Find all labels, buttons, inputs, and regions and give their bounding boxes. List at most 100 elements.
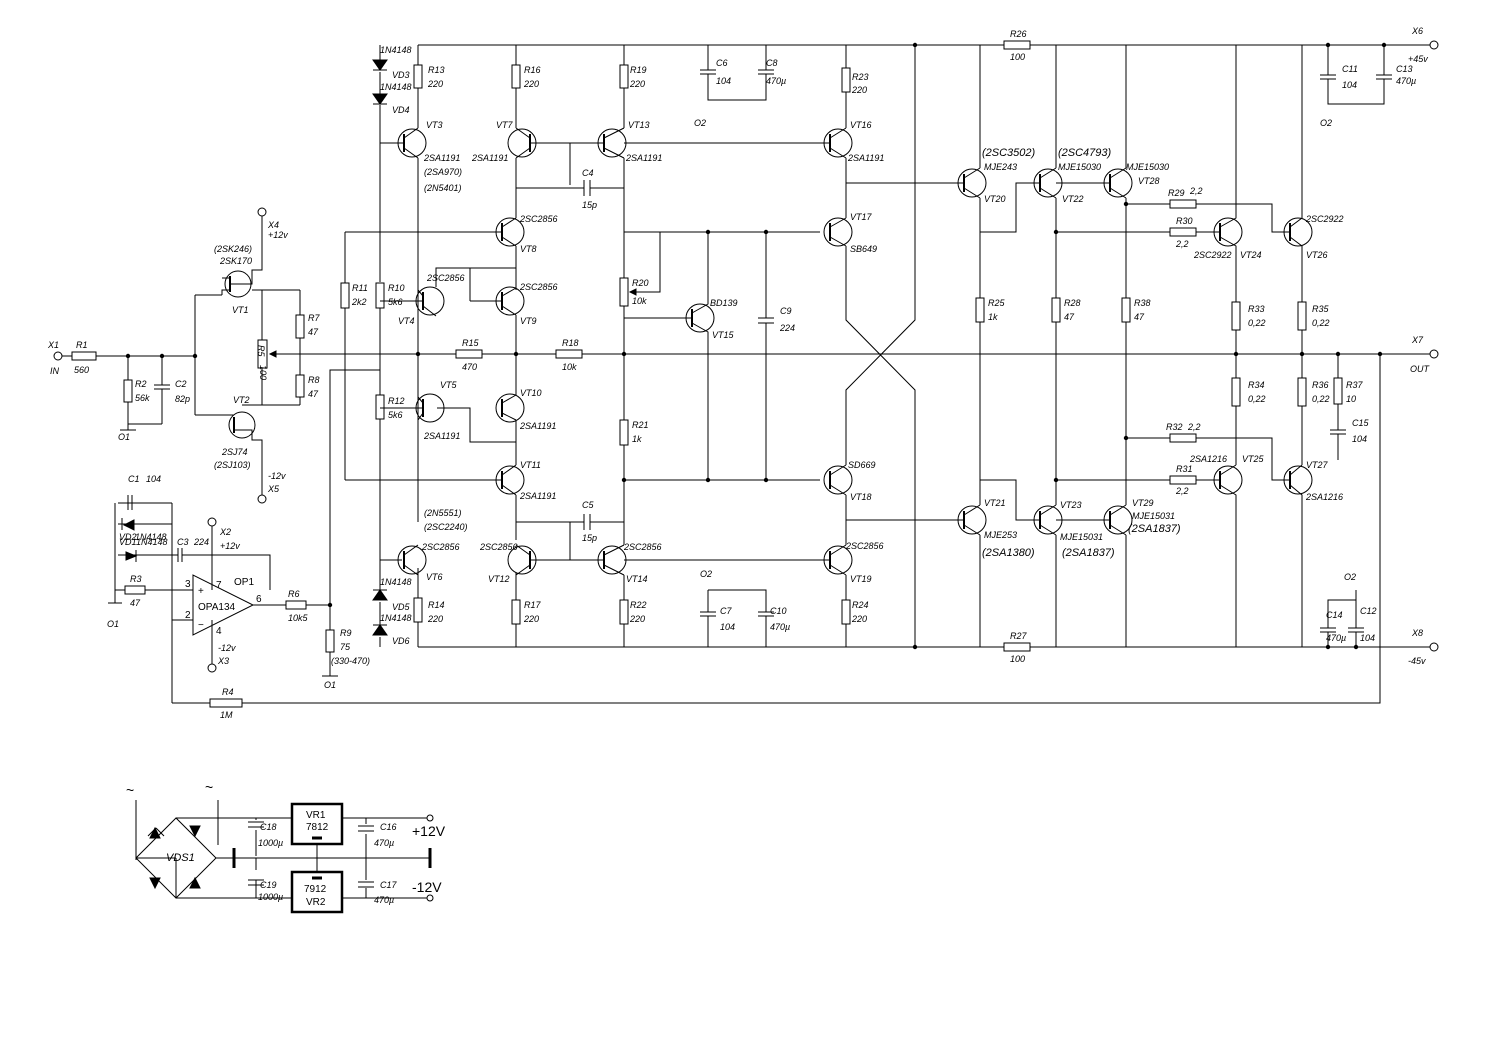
value-r24: 220: [851, 614, 867, 624]
value-r3: 47: [130, 598, 141, 608]
label-r35: R35: [1312, 304, 1330, 314]
resistor-r27: [1003, 642, 1031, 652]
value-r10: 5k6: [388, 297, 403, 307]
type-vt8: 2SC2856: [519, 214, 558, 224]
terminal-x5: [257, 494, 267, 504]
opamp-pin6: 6: [256, 594, 262, 605]
label-x6: X6: [1411, 26, 1423, 36]
alt1-vt3: (2SA970): [424, 167, 462, 177]
resistor-r32: [1169, 433, 1197, 443]
label-r32: R32: [1166, 422, 1183, 432]
label-r33: R33: [1248, 304, 1265, 314]
label-vd5: VD5: [392, 602, 411, 612]
type-vt9: 2SC2856: [519, 282, 558, 292]
resistor-r22: [619, 599, 629, 625]
label-x4-voltage: +12v: [268, 230, 288, 240]
alt-vt29: (2SA1837): [1128, 523, 1181, 535]
value-r32: 2,2: [1187, 422, 1201, 432]
terminal-x1: [53, 351, 63, 361]
label-vt12: VT12: [488, 574, 510, 584]
label-psu-pos: +12V: [412, 823, 446, 839]
type-vt18: SD669: [848, 460, 876, 470]
resistor-r33: [1231, 301, 1241, 331]
label-vd3: VD3: [392, 70, 410, 80]
label-r14: R14: [428, 600, 445, 610]
label-c5: C5: [582, 500, 594, 510]
label-c4: C4: [582, 168, 594, 178]
label-r18: R18: [562, 338, 579, 348]
label-vt22: VT22: [1062, 194, 1084, 204]
terminal-x6: [1429, 40, 1439, 50]
value-r6: 10k5: [288, 613, 309, 623]
value-c4: 15p: [582, 200, 597, 210]
label-ground-o1c: O1: [324, 680, 336, 690]
alt-vt20: (2SC3502): [982, 147, 1036, 159]
value-r8: 47: [308, 389, 319, 399]
value-c8: 470µ: [766, 76, 786, 86]
value-r35: 0,22: [1312, 318, 1330, 328]
type-vd1: 1N4148: [136, 537, 168, 547]
resistor-r24: [841, 599, 851, 625]
type-vr2: 7912: [304, 884, 327, 895]
voltage-amp-stage: 1N4148 VD3 1N4148 VD4 1N4148 VD5 1N4148 …: [340, 45, 820, 647]
label-c12: C12: [1360, 606, 1377, 616]
label-c3: C3: [177, 537, 189, 547]
value-c1: 104: [146, 474, 161, 484]
value-r27: 100: [1010, 654, 1025, 664]
label-vt26: VT26: [1306, 250, 1328, 260]
label-r28: R28: [1064, 298, 1081, 308]
resistor-r25: [975, 297, 985, 323]
value-r22: 220: [629, 614, 645, 624]
label-r11: R11: [352, 283, 368, 293]
type-vt20: MJE243: [984, 162, 1017, 172]
label-x5-voltage: -12v: [268, 471, 286, 481]
resistor-r37: [1333, 377, 1343, 405]
label-x4: X4: [267, 220, 279, 230]
psu-neg-terminal: [426, 894, 434, 902]
resistor-r36: [1297, 377, 1307, 407]
label-vt4: VT4: [398, 316, 415, 326]
resistor-r8: [295, 374, 305, 398]
resistor-r23: [841, 67, 851, 93]
value-c7: 104: [720, 622, 735, 632]
label-r7: R7: [308, 313, 320, 323]
resistor-r17: [511, 599, 521, 625]
label-vt11: VT11: [520, 460, 541, 470]
label-r25: R25: [988, 298, 1006, 308]
type-vt13: 2SA1191: [625, 153, 662, 163]
value-c6: 104: [716, 76, 731, 86]
label-c6: C6: [716, 58, 728, 68]
label-ground-o2d: O2: [1344, 572, 1356, 582]
label-x7: X7: [1411, 335, 1424, 345]
type-vd5: 1N4148: [380, 577, 412, 587]
opamp-part: OPA134: [198, 602, 235, 613]
label-r38: R38: [1134, 298, 1151, 308]
value-r7: 47: [308, 327, 319, 337]
opamp-minus: −: [198, 620, 204, 631]
value-r9: 75: [340, 642, 351, 652]
value-r21: 1k: [632, 434, 642, 444]
label-r27: R27: [1010, 631, 1028, 641]
value-r11: 2k2: [351, 297, 367, 307]
label-vt2: VT2: [233, 395, 250, 405]
label-r12: R12: [388, 396, 405, 406]
terminal-x8: [1429, 642, 1439, 652]
value-r19: 220: [629, 79, 645, 89]
value-c9: 224: [779, 323, 795, 333]
type-vt6: 2SC2856: [421, 542, 460, 552]
value-r5: 100: [258, 365, 268, 380]
value-r29: 2,2: [1189, 186, 1203, 196]
psu-section: ~ ~ VDS1 C18 1000µ C19 1000µ VR1 7812 79…: [126, 779, 446, 914]
value-r14: 220: [427, 614, 443, 624]
value-r23: 220: [851, 85, 867, 95]
label-vd2: VD2: [119, 532, 137, 542]
value-r31: 2,2: [1175, 486, 1189, 496]
resistor-r29: [1169, 199, 1197, 209]
type-vt25: 2SA1216: [1189, 454, 1227, 464]
psu-pos-terminal: [426, 814, 434, 822]
resistor-r9: [325, 629, 335, 653]
label-x3: X3: [217, 656, 229, 666]
label-vt1-type: 2SK170: [219, 256, 252, 266]
label-vt10: VT10: [520, 388, 542, 398]
